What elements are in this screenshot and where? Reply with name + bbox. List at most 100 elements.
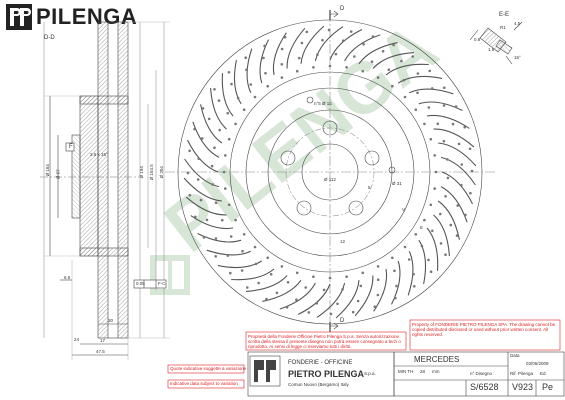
- drill-hole: [443, 86, 446, 89]
- vent-slot: [437, 200, 460, 240]
- rif-label: Rif. Pilenga: [510, 371, 534, 376]
- drill-hole: [328, 276, 332, 280]
- drill-hole: [341, 288, 344, 291]
- drill-hole: [196, 178, 200, 181]
- drill-hole: [266, 256, 270, 260]
- drill-hole: [246, 286, 249, 289]
- drill-hole: [436, 122, 440, 126]
- drill-hole: [412, 272, 415, 276]
- drill-hole: [463, 125, 467, 129]
- drill-hole: [265, 297, 268, 301]
- vent-slot: [407, 250, 414, 296]
- dim-24: 24: [74, 337, 80, 342]
- vent-slot: [183, 177, 222, 202]
- drill-hole: [394, 296, 397, 300]
- note-italian: Proprietà della Fonderie Officine Pietro…: [248, 334, 401, 350]
- vent-slot: [335, 280, 360, 319]
- drill-hole: [234, 218, 237, 222]
- vent-slots: [183, 25, 477, 319]
- vent-slot: [426, 114, 470, 129]
- drill-hole: [370, 60, 374, 63]
- dim-mid: Ø 164.5: [148, 164, 154, 181]
- drill-hole: [327, 28, 331, 32]
- drill-hole: [351, 310, 355, 314]
- detail-c: R1: [500, 25, 506, 30]
- vent-slot: [246, 48, 253, 94]
- vent-slot: [440, 156, 476, 186]
- drill-hole: [361, 69, 365, 73]
- drill-hole: [460, 163, 464, 166]
- detail-a: 0.8: [474, 37, 481, 42]
- drill-hole: [217, 99, 221, 102]
- drill-hole: [257, 281, 260, 285]
- drill-hole: [245, 68, 248, 72]
- drill-hole: [430, 87, 434, 90]
- drill-hole: [226, 111, 229, 115]
- drill-hole: [428, 69, 432, 73]
- drill-hole: [434, 170, 438, 174]
- drill-hole: [392, 43, 395, 47]
- drill-hole: [264, 71, 267, 75]
- dim-bolt-circle: Ø 112: [324, 177, 336, 182]
- drill-hole: [280, 47, 284, 51]
- drill-hole: [457, 142, 461, 146]
- label-e: E: [420, 225, 424, 230]
- detail-d: 15°: [514, 55, 521, 60]
- drill-hole: [414, 108, 418, 111]
- drill-hole: [427, 258, 430, 262]
- vent-slot: [217, 260, 263, 269]
- drill-hole: [304, 286, 308, 289]
- drill-hole: [362, 43, 365, 46]
- drill-hole: [188, 193, 192, 197]
- vent-slot: [297, 283, 331, 315]
- drill-hole: [442, 104, 446, 107]
- drill-hole: [224, 154, 227, 157]
- date-value: 03/06/2009: [526, 361, 549, 366]
- vent-slot: [190, 215, 234, 230]
- drill-hole: [227, 137, 231, 141]
- vent-slot: [245, 275, 288, 292]
- drill-hole: [420, 244, 424, 248]
- drill-hole: [387, 68, 391, 71]
- vent-slot: [197, 233, 242, 243]
- drill-hole: [199, 198, 203, 202]
- drill-hole: [345, 275, 348, 279]
- drill-hole: [321, 38, 324, 42]
- vent-slot: [184, 158, 220, 188]
- drill-hole: [297, 56, 301, 60]
- vent-slot: [354, 275, 374, 317]
- drill-holes: [186, 28, 474, 316]
- vent-slot: [316, 282, 346, 318]
- drill-hole: [322, 288, 326, 292]
- vent-slot: [433, 128, 475, 148]
- vent-slot: [210, 87, 227, 130]
- vent-slot: [187, 139, 219, 173]
- drill-hole: [334, 52, 338, 56]
- drill-hole: [376, 293, 380, 297]
- vent-slot: [200, 104, 223, 144]
- dim-tolerance-ref: F-C: [158, 281, 166, 286]
- drill-hole: [280, 63, 284, 66]
- vent-slot: [418, 101, 463, 111]
- drill-hole: [210, 164, 214, 168]
- vent-slot: [192, 121, 220, 158]
- drill-hole: [403, 245, 407, 249]
- drill-hole: [433, 154, 437, 157]
- drill-hole: [244, 56, 247, 59]
- drill-hole: [451, 122, 455, 126]
- drill-hole: [416, 91, 419, 95]
- date-label: Data: [510, 353, 520, 358]
- drill-hole: [234, 122, 237, 126]
- drill-hole: [411, 55, 415, 58]
- drill-hole: [315, 302, 319, 305]
- vent-slot: [408, 88, 454, 95]
- dim-inner-thk: 17: [100, 338, 106, 343]
- drill-hole: [227, 203, 231, 207]
- drill-hole: [413, 285, 416, 288]
- drill-hole: [439, 242, 443, 245]
- vent-slot: [206, 249, 252, 256]
- label-d-top: D: [340, 6, 345, 12]
- drill-hole: [295, 69, 299, 73]
- drill-hole: [269, 273, 273, 276]
